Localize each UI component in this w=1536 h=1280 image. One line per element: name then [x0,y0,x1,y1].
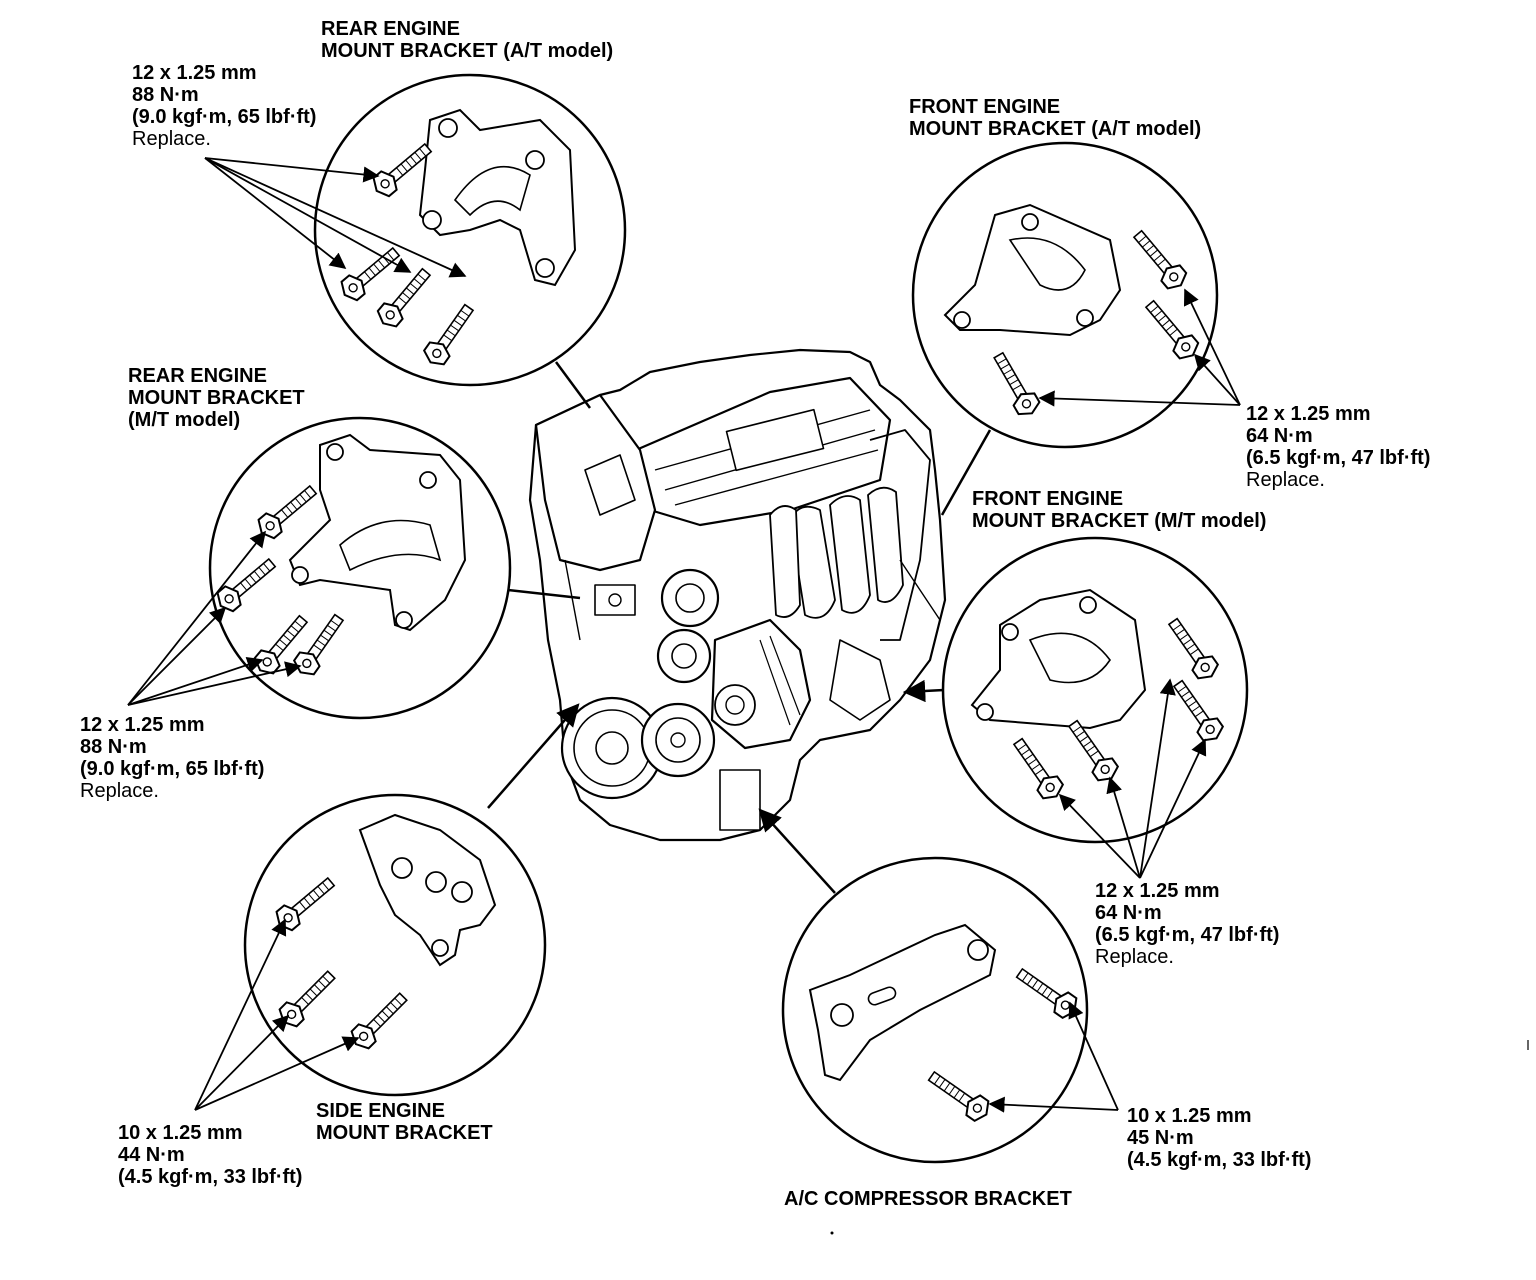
front-at-bolt-size: 12 x 1.25 mm [1246,403,1371,425]
rear-at-title: REAR ENGINE MOUNT BRACKET (A/T model) [321,18,613,62]
ac-bolt-size: 10 x 1.25 mm [1127,1105,1252,1127]
front-mt-bolt-size: 12 x 1.25 mm [1095,880,1220,902]
front-at-title-line2: MOUNT BRACKET (A/T model) [909,118,1202,140]
side-torque-nm: 44 N·m [118,1144,185,1166]
rear-mt-title-line1: REAR ENGINE [128,365,267,387]
front-mt-torque-alt: (6.5 kgf·m, 47 lbf·ft) [1095,924,1280,946]
front-at-torque-alt: (6.5 kgf·m, 47 lbf·ft) [1246,447,1431,469]
ac-leader-lines [988,1001,1119,1113]
rear-at-leader-lines [204,157,467,278]
rear-at-spec: 12 x 1.25 mm 88 N·m (9.0 kgf·m, 65 lbf·f… [132,62,316,150]
front-mt-callout-circle [902,536,1249,844]
front-at-title: FRONT ENGINE MOUNT BRACKET (A/T model) [909,96,1201,140]
rear-at-torque-alt: (9.0 kgf·m, 65 lbf·ft) [132,106,317,128]
front-mt-leader-lines [1058,678,1207,879]
rear-mt-note: Replace. [80,780,159,802]
ac-title-text: A/C COMPRESSOR BRACKET [784,1188,1072,1210]
rear-mt-leader-lines [127,530,302,706]
front-at-torque-nm: 64 N·m [1246,425,1313,447]
stray-dot [830,1231,834,1235]
side-title: SIDE ENGINE MOUNT BRACKET [316,1100,493,1144]
engine-block-illustration [528,348,947,842]
side-spec: 10 x 1.25 mm 44 N·m (4.5 kgf·m, 33 lbf·f… [118,1122,302,1188]
side-leader-lines [194,918,360,1111]
side-torque-alt: (4.5 kgf·m, 33 lbf·ft) [118,1166,303,1188]
ac-title: A/C COMPRESSOR BRACKET [784,1188,1072,1210]
ac-callout-circle [758,808,1089,1164]
rear-mt-spec: 12 x 1.25 mm 88 N·m (9.0 kgf·m, 65 lbf·f… [80,714,264,802]
front-mt-note: Replace. [1095,946,1174,968]
ac-spec: 10 x 1.25 mm 45 N·m (4.5 kgf·m, 33 lbf·f… [1127,1105,1311,1171]
rear-at-torque-nm: 88 N·m [132,84,199,106]
front-at-leader-lines [1038,288,1241,407]
front-mt-spec: 12 x 1.25 mm 64 N·m (6.5 kgf·m, 47 lbf·f… [1095,880,1279,968]
rear-at-bolt-size: 12 x 1.25 mm [132,62,257,84]
ac-torque-alt: (4.5 kgf·m, 33 lbf·ft) [1127,1149,1312,1171]
rear-mt-bolt-size: 12 x 1.25 mm [80,714,205,736]
rear-at-title-line2: MOUNT BRACKET (A/T model) [321,40,614,62]
front-mt-title: FRONT ENGINE MOUNT BRACKET (M/T model) [972,488,1266,532]
rear-mt-title-line3: (M/T model) [128,409,241,431]
side-title-line1: SIDE ENGINE [316,1100,445,1122]
front-at-note: Replace. [1246,469,1325,491]
rear-mt-torque-alt: (9.0 kgf·m, 65 lbf·ft) [80,758,265,780]
front-mt-title-line1: FRONT ENGINE [972,488,1124,510]
side-bolt-size: 10 x 1.25 mm [118,1122,243,1144]
rear-at-note: Replace. [132,128,211,150]
rear-at-title-line1: REAR ENGINE [321,18,460,40]
ac-torque-nm: 45 N·m [1127,1127,1194,1149]
rear-mt-torque-nm: 88 N·m [80,736,147,758]
front-at-title-line1: FRONT ENGINE [909,96,1061,118]
rear-mt-callout-circle [208,416,581,720]
front-mt-title-line2: MOUNT BRACKET (M/T model) [972,510,1267,532]
side-title-line2: MOUNT BRACKET [316,1122,493,1144]
side-callout-circle [243,703,580,1097]
front-mt-torque-nm: 64 N·m [1095,902,1162,924]
front-at-callout-circle [911,141,1219,516]
rear-mt-title-line2: MOUNT BRACKET [128,387,305,409]
rear-at-callout-circle [313,73,627,409]
rear-mt-title: REAR ENGINE MOUNT BRACKET (M/T model) [128,365,305,431]
front-at-spec: 12 x 1.25 mm 64 N·m (6.5 kgf·m, 47 lbf·f… [1246,403,1430,491]
